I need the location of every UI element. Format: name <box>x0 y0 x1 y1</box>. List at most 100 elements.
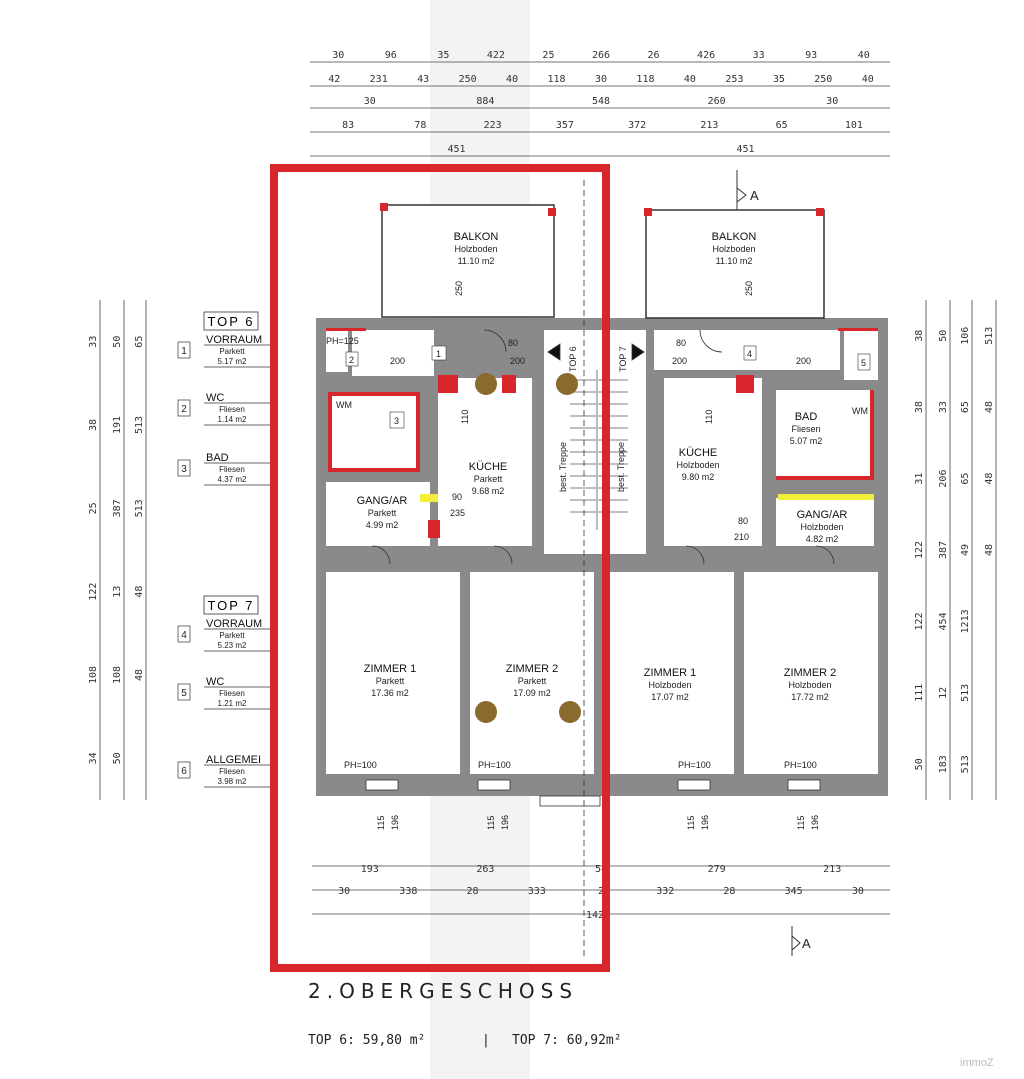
balconies <box>380 203 825 319</box>
room-area: 4.82 m2 <box>806 534 839 544</box>
dimension-value: 30 <box>364 96 376 107</box>
total-top6: TOP 6: 59,80 m² <box>308 1033 425 1048</box>
dimension-value: 31 <box>914 473 925 485</box>
room-floor: Parkett <box>474 474 503 484</box>
room-name: ZIMMER 1 <box>364 663 417 675</box>
section-marker-a-top: A <box>750 188 759 203</box>
dimension-value: 223 <box>484 120 502 131</box>
room-area: 9.80 m2 <box>682 472 715 482</box>
dimension-value: 12 <box>938 687 949 699</box>
dimension-value: 266 <box>592 50 610 61</box>
legend-name: ALLGEMEI <box>206 754 261 766</box>
dimension-value: 250 <box>814 74 832 85</box>
legend-floor: Fliesen <box>219 405 245 414</box>
dimension-value: 451 <box>447 144 465 155</box>
dimension-value: 26 <box>648 50 660 61</box>
stair-left-label: best. Treppe <box>558 442 568 492</box>
top7-door-label: TOP 7 <box>618 346 628 372</box>
dimension-value: 50 <box>938 330 949 342</box>
room-floor: Holzboden <box>454 244 497 254</box>
yellow-markers <box>420 494 874 502</box>
dimension-value: 122 <box>914 612 925 630</box>
door-dim: 110 <box>704 410 714 424</box>
dimension-value: 83 <box>342 120 354 131</box>
dimension-value: 213 <box>823 864 841 875</box>
windows <box>365 779 821 807</box>
dimension-value: 40 <box>862 74 874 85</box>
dimension-value: 111 <box>914 684 925 702</box>
door-dim: 235 <box>450 508 465 518</box>
dimension-value: 78 <box>414 120 426 131</box>
dimension-value: 122 <box>914 541 925 559</box>
dimension-value: 65 <box>960 401 971 413</box>
dimension-value: 35 <box>437 50 449 61</box>
section-marker-a-bottom: A <box>802 936 811 951</box>
room-label-bad-right: BAD Fliesen 5.07 m2 <box>790 411 823 446</box>
room-name: KÜCHE <box>679 447 718 459</box>
room-area: 4.99 m2 <box>366 520 399 530</box>
legend-floor: Fliesen <box>219 465 245 474</box>
ph-label: PH=100 <box>344 760 377 770</box>
dimension-value: 54 <box>595 864 607 875</box>
room-name: BALKON <box>454 231 499 243</box>
total-top7: TOP 7: 60,92m² <box>512 1033 622 1048</box>
dimension-value: 193 <box>361 864 379 875</box>
dimension-value: 118 <box>548 74 566 85</box>
room-name: BAD <box>795 411 818 423</box>
dimension-value: 387 <box>938 541 949 559</box>
ph-label: PH=100 <box>678 760 711 770</box>
dimension-value: 513 <box>960 755 971 773</box>
dimension-value: 30 <box>852 886 864 897</box>
room-floor: Holzboden <box>648 680 691 690</box>
dimension-value: 2 <box>598 886 604 897</box>
watermark: immoZ <box>960 1057 994 1069</box>
room-name: ZIMMER 2 <box>784 667 837 679</box>
room-area: 11.10 m2 <box>716 256 753 266</box>
dimension-value: 122 <box>88 583 99 601</box>
dimension-value: 332 <box>656 886 674 897</box>
room-label-kueche-left: KÜCHE Parkett 9.68 m2 <box>469 461 508 496</box>
dimension-value: 213 <box>700 120 718 131</box>
room-label-gang-right: GANG/AR Holzboden 4.82 m2 <box>797 509 848 544</box>
room-number: 3 <box>394 416 399 426</box>
door-dim: 115 <box>686 816 696 830</box>
room-area: 5.07 m2 <box>790 436 823 446</box>
dimension-value: 30 <box>826 96 838 107</box>
ph-label: PH=100 <box>478 760 511 770</box>
dimension-value: 231 <box>370 74 388 85</box>
dimension-value: 513 <box>134 416 145 434</box>
room-number: 1 <box>436 349 441 359</box>
room-area: 9.68 m2 <box>472 486 505 496</box>
wm-label: WM <box>336 400 352 410</box>
room-number: 2 <box>349 355 354 365</box>
dimension-value: 451 <box>736 144 754 155</box>
room-label-zimmer1-left: ZIMMER 1 Parkett 17.36 m2 <box>364 663 417 698</box>
door-dim: 196 <box>500 815 510 830</box>
legend-area: 1.21 m2 <box>218 699 247 708</box>
dimension-value: 30 <box>338 886 350 897</box>
legend-num: 2 <box>181 404 187 415</box>
dimension-value: 65 <box>960 473 971 485</box>
dimension-value: 28 <box>723 886 735 897</box>
dimension-value: 513 <box>984 327 995 345</box>
room-label-zimmer2-right: ZIMMER 2 Holzboden 17.72 m2 <box>784 667 837 702</box>
dimension-value: 13 <box>112 586 123 598</box>
dimension-value: 333 <box>528 886 546 897</box>
room-floor: Holzboden <box>788 680 831 690</box>
dimension-value: 48 <box>134 586 145 598</box>
legend-name: BAD <box>206 452 229 464</box>
dimension-value: 40 <box>506 74 518 85</box>
room-name: ZIMMER 2 <box>506 663 559 675</box>
dimension-value: 118 <box>636 74 654 85</box>
dimension-value: 513 <box>960 684 971 702</box>
door-dim: 115 <box>376 816 386 830</box>
legend-area: 1.14 m2 <box>218 415 247 424</box>
top6-door-label: TOP 6 <box>568 346 578 372</box>
dimension-value: 206 <box>938 470 949 488</box>
dimension-value: 34 <box>88 752 99 764</box>
